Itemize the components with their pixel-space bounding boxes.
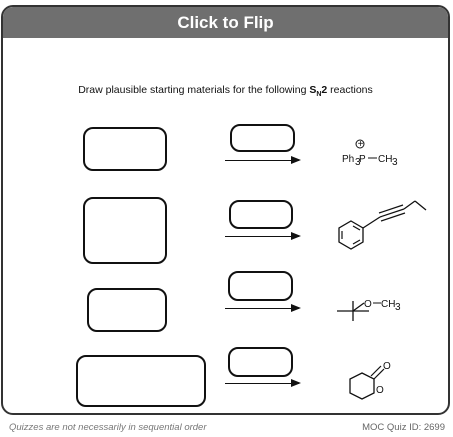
starting-material-box-2[interactable]	[83, 197, 167, 264]
ethyl-bond-1	[403, 200, 416, 210]
benzene-ring	[338, 220, 364, 250]
quiz-id-text: MOC Quiz ID: 2699	[362, 422, 445, 433]
charge-circle	[355, 139, 365, 149]
reaction-arrow-3	[225, 304, 301, 312]
aryl-bond	[362, 216, 381, 229]
o-label: O	[364, 299, 372, 310]
carbonyl-bond-2	[370, 365, 382, 377]
ring-o-label: O	[376, 385, 384, 396]
instruction-sn: SN2	[309, 84, 328, 99]
ph-sub: 3	[355, 157, 361, 168]
alkyne-bond-3	[380, 212, 406, 222]
starting-material-box-1[interactable]	[83, 127, 167, 171]
reaction-arrow-1	[225, 156, 301, 164]
alkyne-bond-1	[379, 208, 405, 218]
ethyl-bond-2	[414, 200, 427, 211]
p-label: P	[359, 154, 366, 165]
instruction-post: reactions	[327, 84, 373, 96]
carbonyl-bond-1	[373, 368, 385, 380]
benzene-double-1	[352, 225, 361, 231]
product-1-phosphonium: + Ph 3 P CH 3	[342, 139, 398, 168]
ch-label: CH	[378, 154, 392, 165]
carbonyl-o-label: O	[383, 361, 391, 372]
reagent-box-1[interactable]	[230, 124, 295, 152]
disclaimer-text: Quizzes are not necessarily in sequentia…	[9, 422, 207, 433]
charge-plus: +	[358, 139, 364, 150]
ch3-label: CH	[381, 299, 395, 310]
reaction-arrow-2	[225, 232, 301, 240]
reaction-arrow-4	[225, 379, 301, 387]
ch3-sub: 3	[395, 302, 401, 313]
lactone-ring	[349, 372, 375, 400]
reagent-box-2[interactable]	[229, 200, 293, 229]
instruction-text: Draw plausible starting materials for th…	[3, 84, 448, 98]
product-3-ether: O CH 3	[337, 299, 401, 321]
reagent-box-4[interactable]	[228, 347, 293, 377]
ph-label: Ph	[342, 154, 354, 165]
starting-material-box-4[interactable]	[76, 355, 206, 407]
product-2-alkyne	[338, 200, 427, 250]
c-o-bond	[352, 302, 365, 312]
alkyne-bond-2	[378, 204, 404, 214]
flip-header[interactable]: Click to Flip	[3, 7, 448, 38]
ch-sub: 3	[392, 157, 398, 168]
reagent-box-3[interactable]	[228, 271, 293, 301]
benzene-double-2	[352, 239, 361, 245]
product-4-lactone: O O	[349, 361, 391, 400]
flashcard[interactable]: Click to Flip Draw plausible starting ma…	[1, 5, 450, 415]
instruction-pre: Draw plausible starting materials for th…	[78, 84, 310, 96]
starting-material-box-3[interactable]	[87, 288, 167, 332]
